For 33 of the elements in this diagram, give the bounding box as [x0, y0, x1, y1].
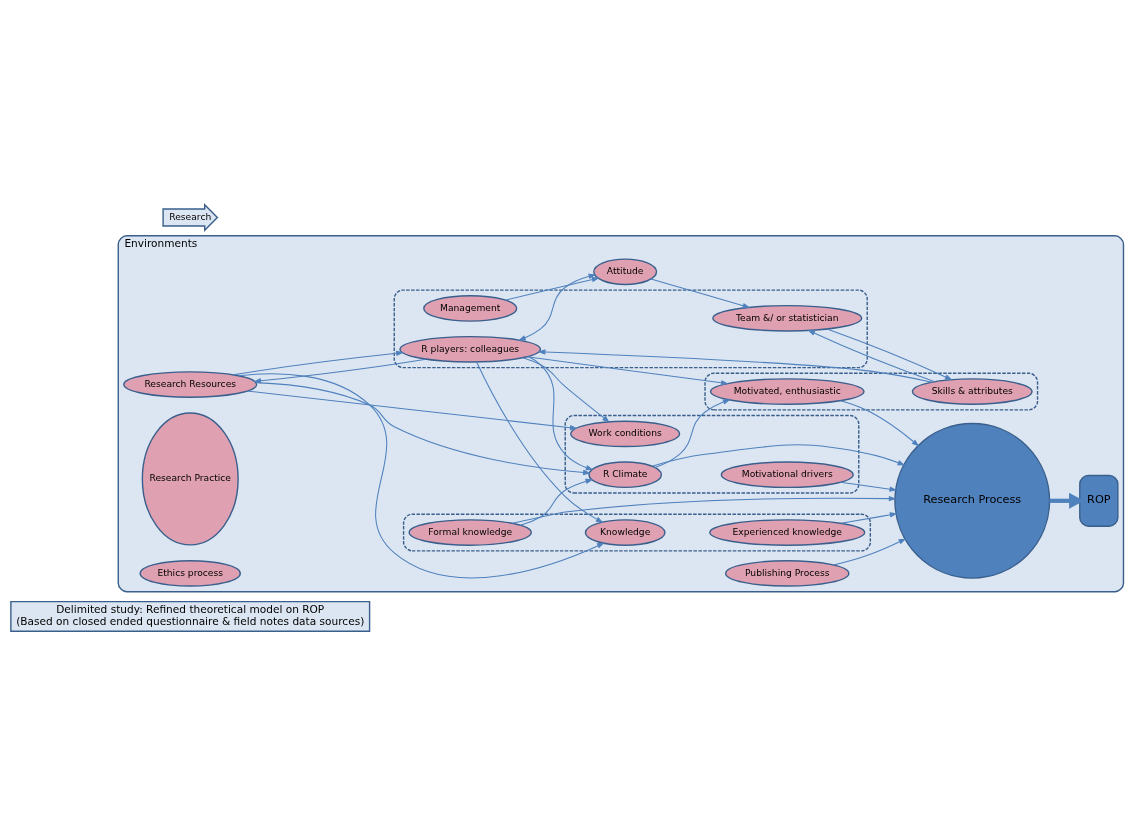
arrow — [654, 398, 731, 468]
node-box: ROP — [1079, 474, 1119, 527]
arrow — [537, 348, 933, 383]
arrow — [237, 372, 605, 578]
node-ellipse: Experienced knowledge — [709, 518, 866, 546]
arrow — [840, 399, 920, 447]
arrow — [840, 511, 898, 524]
node-ellipse: Publishing Process — [725, 559, 850, 587]
node-box: Delimited study: Refined theoretical model on ROP (Based on closed ended questionnaire & field notes data sources) — [10, 600, 371, 632]
arrow — [512, 495, 897, 524]
arrow — [247, 389, 578, 430]
arrow — [518, 273, 597, 341]
node-ellipse: Research Practice — [141, 411, 239, 546]
arrow — [476, 361, 604, 523]
arrow — [833, 537, 907, 566]
node-ellipse: Management — [423, 294, 518, 322]
node-ellipse: Skills & attributes — [911, 377, 1033, 405]
node-ellipse: Formal knowledge — [408, 518, 532, 546]
arrow — [826, 328, 953, 380]
node-ellipse: Research Resources — [123, 370, 258, 398]
arrow — [650, 278, 751, 308]
arrow — [255, 381, 591, 475]
node-ellipse: R Climate — [588, 460, 663, 488]
arrow — [232, 350, 404, 375]
node-ellipse: Motivational drivers — [720, 460, 854, 488]
arrow — [520, 478, 594, 526]
arrow — [526, 355, 729, 385]
arrow — [522, 356, 610, 423]
arrow — [253, 358, 427, 383]
node-ellipse: Ethics process — [139, 559, 241, 587]
arrow — [651, 443, 906, 467]
arrow — [840, 481, 898, 492]
arrow — [807, 329, 936, 382]
